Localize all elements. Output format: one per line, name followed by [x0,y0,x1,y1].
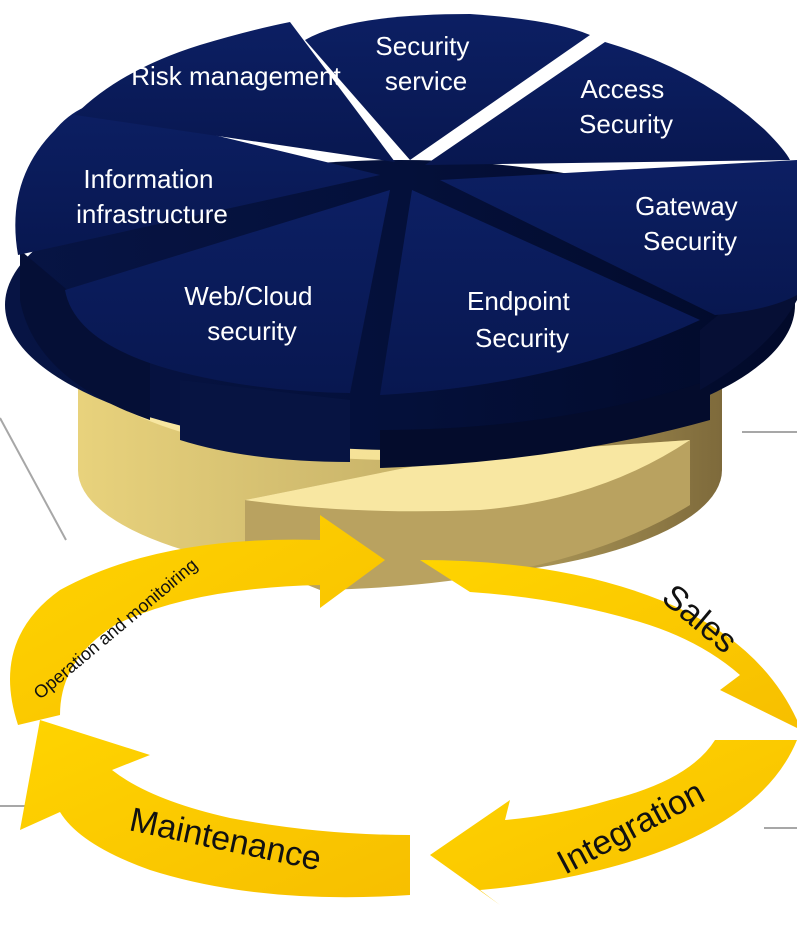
slice-risk-management [75,22,395,162]
label-gateway-security: Gateway Security [635,191,745,256]
connector-line-upper-left [0,417,67,541]
slice-gateway-security [440,160,797,315]
arrow-maintenance [20,720,410,898]
navy-pie-top [15,14,797,395]
process-cycle-arrows [10,515,797,905]
slice-information-infrastructure [15,105,380,255]
arrow-integration [430,740,797,905]
label-information-infrastructure: Information infrastructure [76,164,228,229]
slice-access-security [425,42,790,165]
slice-endpoint-security [380,190,700,395]
slice-security-service [305,14,590,160]
label-security-service: Security service [375,31,476,96]
label-risk-management: Risk management [131,61,341,91]
connector-lines [0,417,797,829]
arrow-operation [10,515,385,725]
slice-web-cloud-security [65,190,390,393]
label-endpoint-security: Endpoint Security [467,286,577,353]
slice-labels: Security service Access Security Gateway… [76,31,745,353]
label-access-security: Access Security [579,74,673,139]
label-web-cloud-security: Web/Cloud security [184,281,319,346]
arrow-sales [420,560,797,728]
